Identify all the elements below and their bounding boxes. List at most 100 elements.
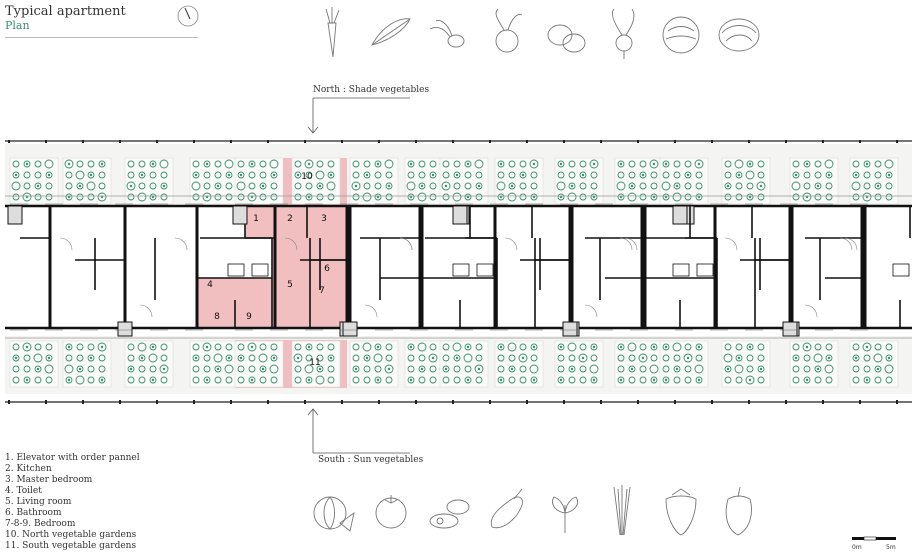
north-garden-plot xyxy=(291,157,341,205)
door-swing xyxy=(284,237,298,251)
north-vegetable-illustrations xyxy=(300,5,770,63)
legend-item: 1. Elevator with order pannel xyxy=(5,453,140,463)
legend-item: 11. South vegetable gardens xyxy=(5,541,137,551)
south-garden-plot xyxy=(494,340,544,388)
door-swing xyxy=(59,237,73,251)
title-divider xyxy=(5,37,198,38)
north-garden-plot xyxy=(189,157,239,205)
south-garden-plot xyxy=(349,340,399,388)
north-garden-plot xyxy=(439,157,489,205)
elevator-box xyxy=(672,205,688,225)
north-garden-plot xyxy=(789,157,839,205)
fixture xyxy=(672,263,690,277)
melon-icon xyxy=(310,483,356,539)
legend-item: 4. Toilet xyxy=(5,486,42,496)
south-garden-plot xyxy=(189,340,239,388)
page-title: Typical apartment xyxy=(5,4,126,19)
north-garden-plot xyxy=(849,157,899,205)
chive-icon xyxy=(600,483,646,539)
fixture xyxy=(476,263,494,277)
elevator-box xyxy=(782,321,798,337)
fixture xyxy=(227,263,245,277)
north-garden-plot xyxy=(124,157,174,205)
scale-start-label: 0m xyxy=(852,544,862,551)
scale-bar: 0m 5m xyxy=(850,534,900,554)
legend-item: 5. Living room xyxy=(5,497,72,507)
fixture xyxy=(892,263,910,277)
north-callout: North : Shade vegetables xyxy=(313,85,430,95)
door-swing xyxy=(804,304,818,318)
south-garden-plot xyxy=(614,340,664,388)
room-number-8: 8 xyxy=(214,312,220,322)
south-garden-plot xyxy=(789,340,839,388)
beetroot-icon xyxy=(484,5,530,61)
door-swing xyxy=(844,237,858,251)
elevator-box xyxy=(117,321,133,337)
north-garden-plot xyxy=(721,157,771,205)
fixture xyxy=(251,263,269,277)
south-garden-plot xyxy=(62,340,112,388)
fixture xyxy=(452,263,470,277)
door-swing xyxy=(584,304,598,318)
room-number-2: 2 xyxy=(287,214,293,224)
room-number-6: 6 xyxy=(324,264,330,274)
legend: 1. Elevator with order pannel 2. Kitchen… xyxy=(5,453,140,552)
door-swing xyxy=(839,237,853,251)
legend-item: 2. Kitchen xyxy=(5,464,52,474)
south-garden-plot xyxy=(124,340,174,388)
legend-item: 3. Master bedroom xyxy=(5,475,93,485)
south-vegetable-illustrations xyxy=(300,483,770,541)
north-garden-plot xyxy=(349,157,399,205)
turnip-icon xyxy=(600,5,646,61)
door-swing xyxy=(139,304,153,318)
page-subtitle: Plan xyxy=(5,19,30,32)
door-swing xyxy=(724,237,738,251)
north-callout-arrow xyxy=(307,97,410,134)
door-swing xyxy=(504,237,518,251)
north-garden-plot xyxy=(554,157,604,205)
south-garden-plot xyxy=(234,340,284,388)
door-swing xyxy=(399,237,413,251)
north-garden-plot xyxy=(494,157,544,205)
basil-icon xyxy=(542,483,588,539)
carrot-icon xyxy=(310,5,356,61)
room-number-1: 1 xyxy=(253,214,259,224)
south-callout-arrow xyxy=(307,408,410,454)
door-swing xyxy=(174,237,188,251)
pepper-icon xyxy=(716,483,762,539)
kitchen-highlight xyxy=(245,206,347,238)
north-garden-plot xyxy=(614,157,664,205)
radish-icon xyxy=(426,5,472,61)
eggplant-icon xyxy=(484,483,530,539)
north-garden-plot xyxy=(234,157,284,205)
south-garden-plot xyxy=(849,340,899,388)
legend-item: 6. Bathroom xyxy=(5,508,62,518)
south-garden-plot xyxy=(439,340,489,388)
zucchini-icon xyxy=(426,483,472,539)
potato-icon xyxy=(542,5,588,61)
fixture xyxy=(696,263,714,277)
north-garden-plot xyxy=(659,157,709,205)
room-number-11: 11 xyxy=(309,358,320,368)
door-swing xyxy=(364,304,378,318)
room-number-5: 5 xyxy=(287,280,293,290)
south-garden-plot xyxy=(9,340,59,388)
north-garden-plot xyxy=(62,157,112,205)
cabbage-icon xyxy=(658,5,704,61)
door-swing xyxy=(624,237,638,251)
elevator-box xyxy=(562,321,578,337)
elevator-box xyxy=(342,321,358,337)
south-callout: South : Sun vegetables xyxy=(318,455,424,465)
elevator-box xyxy=(232,205,248,225)
elevator-box xyxy=(452,205,468,225)
south-garden-plot xyxy=(659,340,709,388)
tomato-icon xyxy=(368,483,414,539)
room-number-7: 7 xyxy=(319,286,325,296)
legend-item: 7-8-9. Bedroom xyxy=(5,519,76,529)
scale-end-label: 5m xyxy=(886,544,896,551)
room-number-3: 3 xyxy=(321,214,327,224)
elevator-box xyxy=(7,205,23,225)
south-garden-plot xyxy=(554,340,604,388)
north-garden-plot xyxy=(9,157,59,205)
